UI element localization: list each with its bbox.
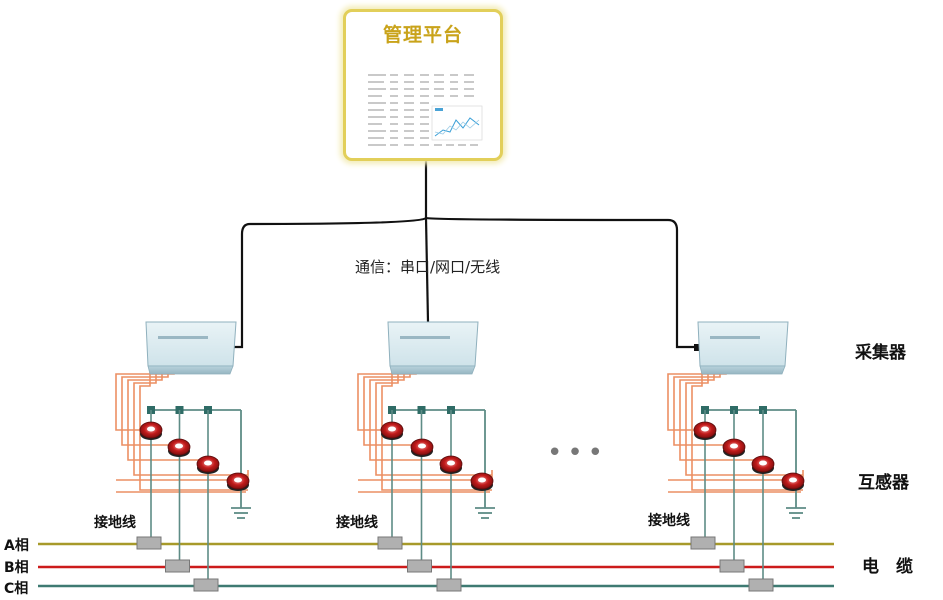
signal-wire xyxy=(133,372,248,476)
cable-clamp xyxy=(436,578,462,592)
unit-3 xyxy=(667,321,806,592)
ground-wire-label-3: 接地线 xyxy=(648,513,690,529)
measurement-units xyxy=(115,321,806,592)
signal-wire xyxy=(363,372,432,446)
ct-hole xyxy=(234,477,242,483)
signal-wire xyxy=(685,372,803,476)
ground-bus xyxy=(388,409,495,519)
cable-clamp xyxy=(136,536,162,550)
collector-box xyxy=(697,321,789,367)
ground-wire-label-1: 接地线 xyxy=(94,515,136,531)
cable-clamp xyxy=(193,578,219,592)
ct-hole xyxy=(701,426,709,432)
current-transformer-4 xyxy=(781,472,805,491)
current-transformer-3 xyxy=(751,455,775,474)
signal-wire xyxy=(139,372,248,491)
platform-title: 管理平台 xyxy=(382,24,463,46)
cable-clamp xyxy=(690,536,716,550)
ct-hole xyxy=(388,426,396,432)
signal-wire xyxy=(375,372,492,476)
ct-hole xyxy=(759,460,767,466)
phase-b-label: B相 xyxy=(4,560,29,576)
cable-clamp xyxy=(165,559,190,573)
collector-box-base xyxy=(147,365,234,375)
signal-wires xyxy=(667,372,804,493)
connector-right xyxy=(694,344,699,351)
unit-2 xyxy=(357,321,495,592)
transformer-label: 互感器 xyxy=(858,473,909,493)
signal-wires xyxy=(357,372,493,493)
signal-wire xyxy=(381,372,492,491)
ground-wire-label-2: 接地线 xyxy=(336,515,378,531)
cable-clamp xyxy=(748,578,774,592)
communication-lines xyxy=(233,160,697,349)
signal-wire xyxy=(673,372,744,446)
cable-lines xyxy=(38,542,834,588)
collector-box-caption xyxy=(158,336,208,339)
current-transformer-2 xyxy=(167,438,191,457)
signal-wire xyxy=(121,372,189,446)
collector-box xyxy=(387,321,479,367)
current-transformer-1 xyxy=(693,421,717,440)
unit-1 xyxy=(115,321,251,592)
current-transformer-2 xyxy=(722,438,746,457)
ct-hole xyxy=(730,443,738,449)
cable-clamp xyxy=(407,559,432,573)
communication-label: 通信：串口/网口/无线 xyxy=(355,258,501,276)
collector-label: 采集器 xyxy=(855,343,906,363)
collector-box xyxy=(145,321,237,367)
signal-wire xyxy=(369,372,461,461)
management-platform[interactable]: 管理平台 xyxy=(343,9,503,161)
collector-box-base xyxy=(389,365,476,375)
signal-wire xyxy=(679,372,773,461)
more-units-ellipsis: ••• xyxy=(547,438,609,468)
collector-box-caption xyxy=(400,336,450,339)
ct-hole xyxy=(418,443,426,449)
ct-hole xyxy=(175,443,183,449)
ct-hole xyxy=(204,460,212,466)
cable-clamp xyxy=(377,536,403,550)
current-transformer-3 xyxy=(196,455,220,474)
phase-a-label: A相 xyxy=(4,538,29,554)
current-transformer-2 xyxy=(410,438,434,457)
cable-label: 电 缆 xyxy=(862,557,913,577)
collector-box-base xyxy=(699,365,786,375)
platform-dashboard-thumbnail xyxy=(368,74,483,146)
cable-clamp xyxy=(719,559,745,573)
ground-bus xyxy=(147,409,251,519)
ct-hole xyxy=(447,460,455,466)
collector-box-caption xyxy=(710,336,760,339)
current-transformer-1 xyxy=(380,421,404,440)
current-transformer-4 xyxy=(226,472,250,491)
ct-hole xyxy=(147,426,155,432)
ground-bus xyxy=(701,409,806,519)
phase-c-label: C相 xyxy=(4,581,29,597)
signal-wire xyxy=(691,372,803,491)
signal-wires xyxy=(115,372,249,493)
current-transformer-3 xyxy=(439,455,463,474)
current-transformer-4 xyxy=(470,472,494,491)
current-transformer-1 xyxy=(139,421,163,440)
signal-wire xyxy=(127,372,218,461)
ct-hole xyxy=(789,477,797,483)
ct-hole xyxy=(478,477,486,483)
